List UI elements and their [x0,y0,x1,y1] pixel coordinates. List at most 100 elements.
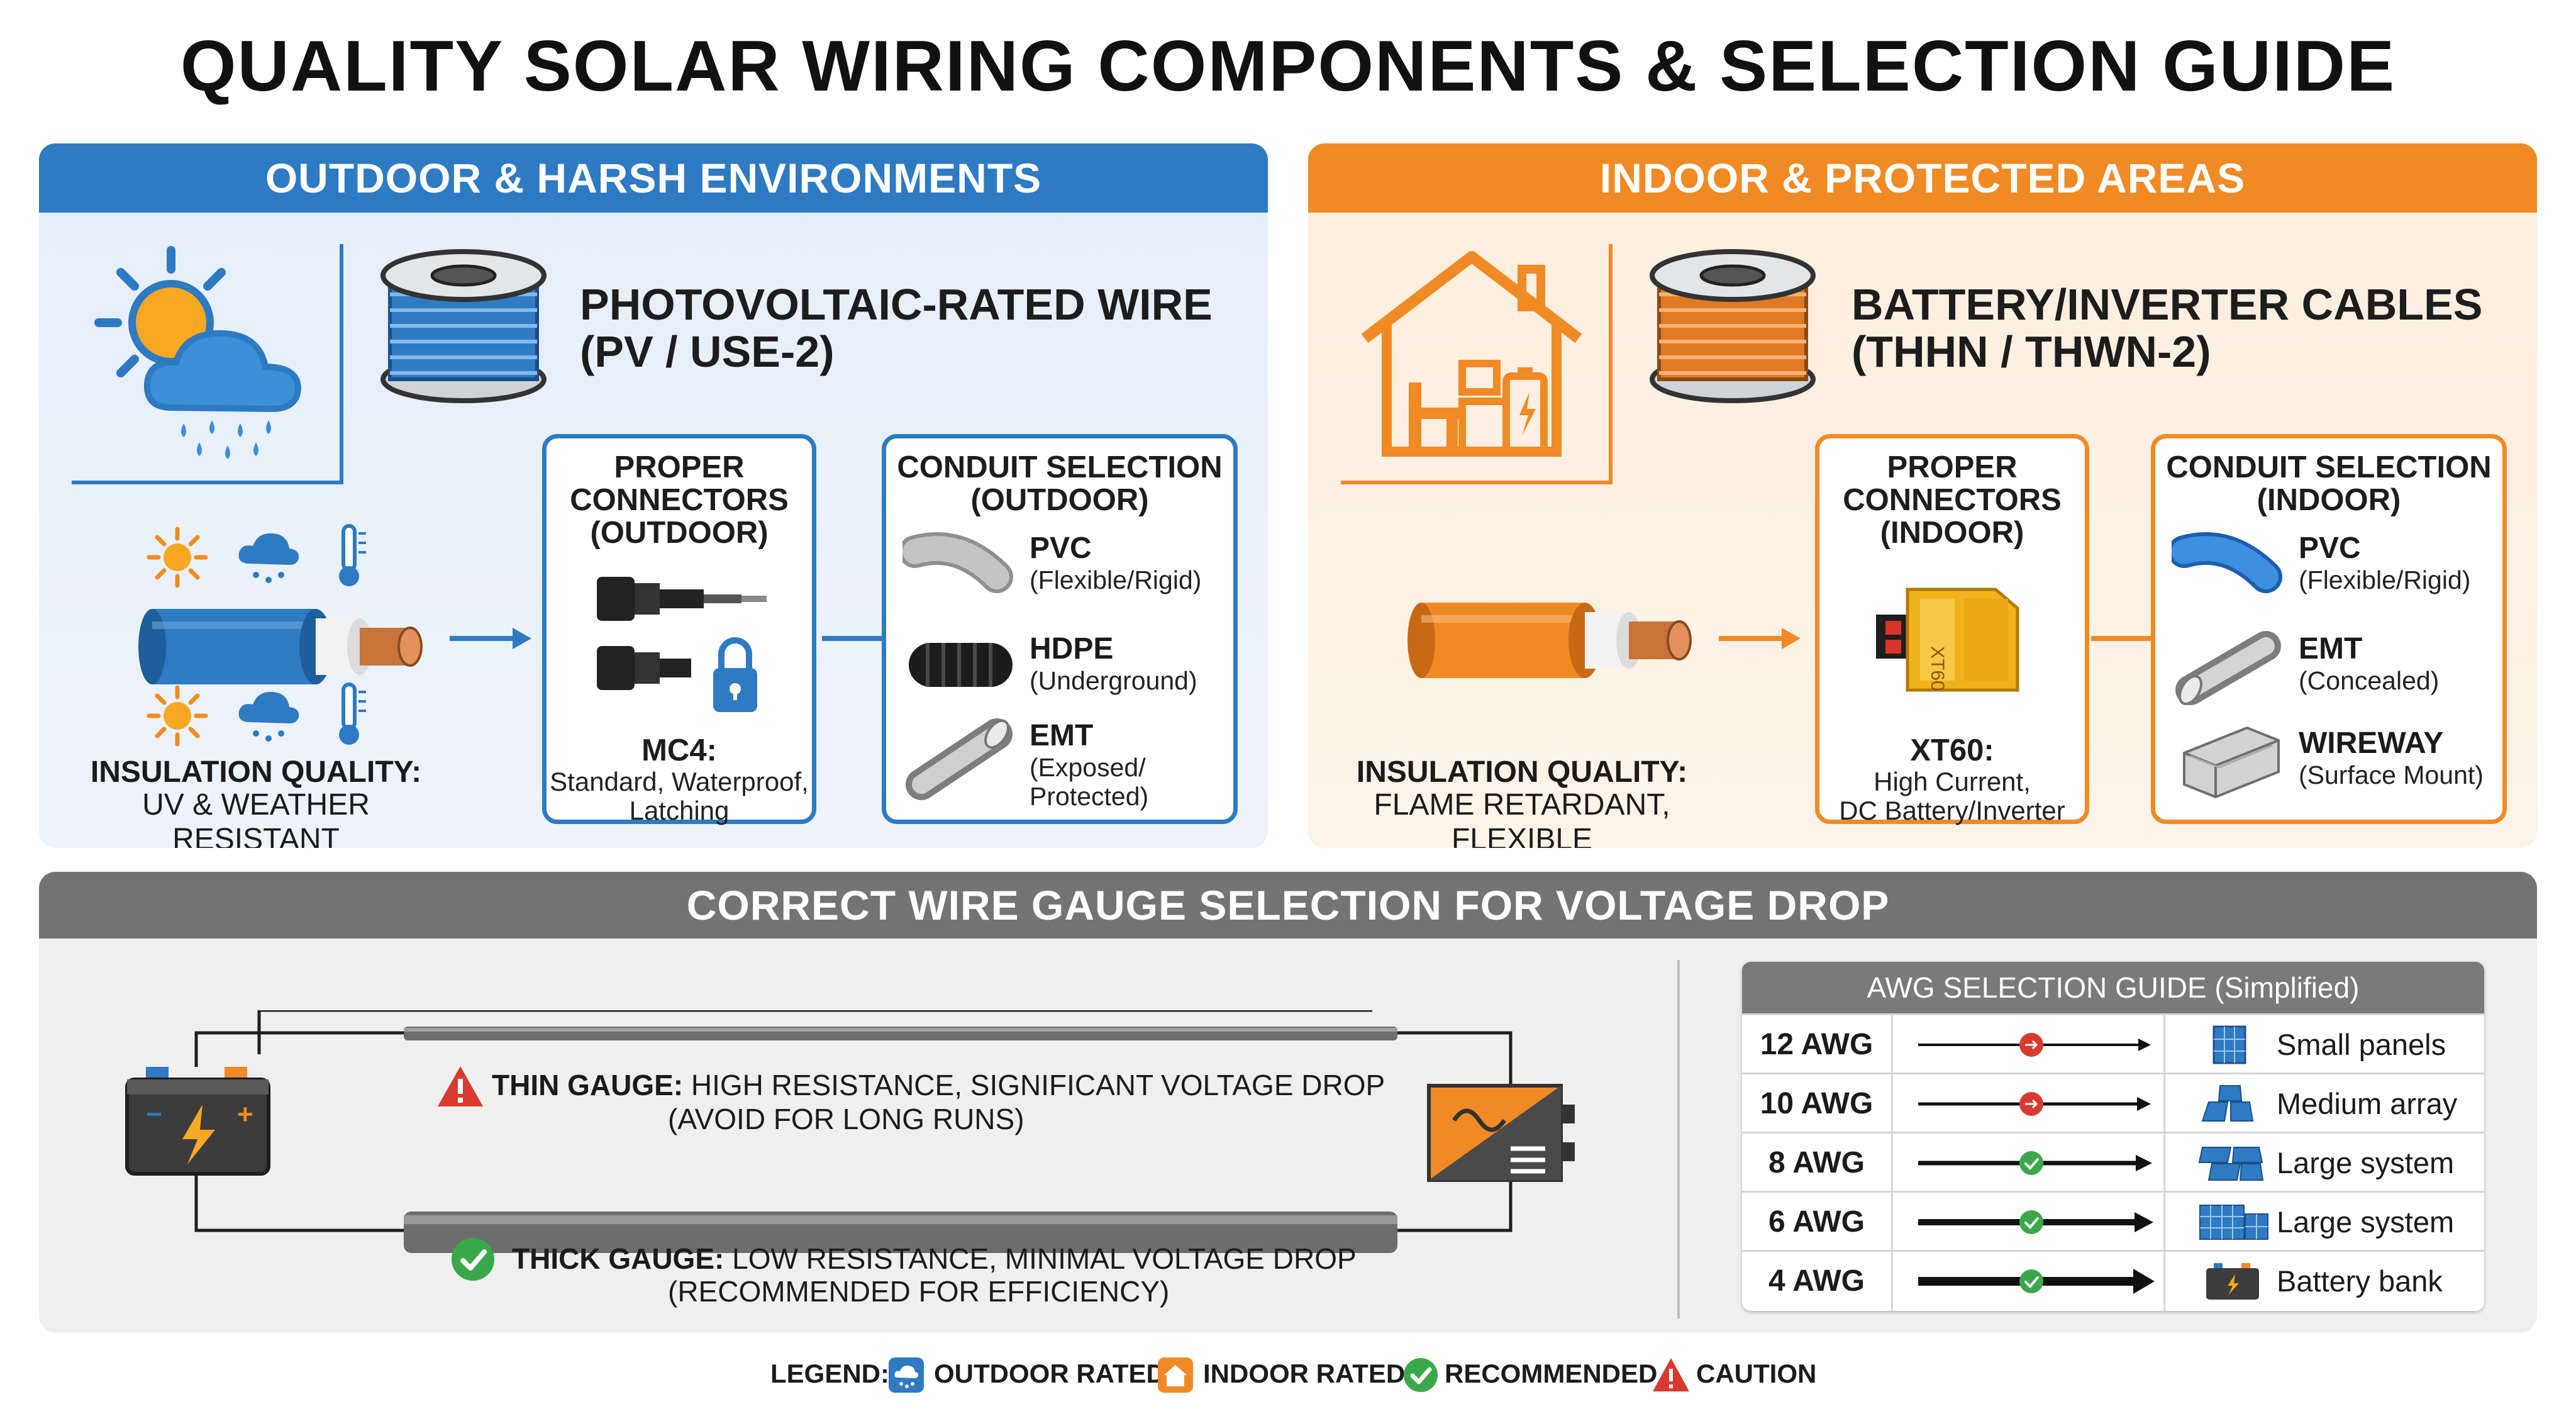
outdoor-rated-icon [889,1357,924,1393]
legend: LEGEND: OUTDOOR RATED INDOOR RATED RECOM… [770,1352,1840,1396]
divider [2163,1015,2165,1074]
thick-gauge-text: LOW RESISTANCE, MINIMAL VOLTAGE DROP [732,1242,1357,1275]
caution-arrow-icon [1918,1033,2151,1057]
table-row: 4 AWG Battery bank [1742,1250,2484,1311]
legend-outdoor: OUTDOOR RATED [934,1359,1165,1388]
single-panel-icon [2212,1025,2246,1064]
thin-gauge-line: THIN GAUGE: HIGH RESISTANCE, SIGNIFICANT… [492,1068,1385,1102]
wireway-icon [2183,726,2280,799]
outdoor-panel: OUTDOOR & HARSH ENVIRONMENTS [39,143,1268,848]
arrow-icon [450,628,531,649]
gauge-header: CORRECT WIRE GAUGE SELECTION FOR VOLTAGE… [39,872,2537,939]
xt60-desc: DC Battery/Inverter [1839,796,2065,825]
conduit-name: PVC [1030,532,1092,565]
conduit-title: CONDUIT SELECTION [897,450,1223,484]
indoor-connectors-box: PROPER CONNECTORS (INDOOR) XT60 XT60: Hi… [1815,434,2089,825]
sun-icon [147,685,208,747]
emt-pipe-icon [906,718,1013,800]
awg-gauge: 8 AWG [1742,1134,1893,1193]
outdoor-insulation-label: INSULATION QUALITY: [90,755,422,789]
awg-gauge: 12 AWG [1742,1015,1893,1074]
divider [340,244,343,483]
awg-gauge: 6 AWG [1742,1193,1893,1252]
conduit-name: EMT [2299,632,2363,666]
legend-caution: CAUTION [1696,1359,1817,1388]
battery-icon: − + [125,1067,270,1176]
recommended-arrow-icon [1918,1269,2155,1294]
awg-use: Battery bank [2277,1264,2443,1298]
page-title: QUALITY SOLAR WIRING COMPONENTS & SELECT… [180,26,2396,106]
conduit-sub: (Concealed) [2299,666,2440,695]
conduit-sub: Protected) [1030,782,1149,811]
outdoor-wire-title-1: PHOTOVOLTAIC-RATED WIRE [580,280,1213,329]
warning-icon [438,1066,483,1106]
table-row: 8 AWG Large system [1742,1132,2484,1193]
conduit-sub: (Surface Mount) [2299,760,2484,789]
indoor-rated-icon [1158,1357,1193,1393]
conduit-sub: (Flexible/Rigid) [2299,566,2471,594]
awg-use: Medium array [2277,1087,2458,1120]
thin-gauge-label: THIN GAUGE: [492,1069,684,1101]
table-row: 12 AWG Small panels [1742,1013,2484,1074]
outdoor-wire-title-2: (PV / USE-2) [580,327,835,376]
conduit-name: WIREWAY [2299,727,2444,760]
table-row: 6 AWG Large system [1742,1191,2484,1252]
connectors-title: CONNECTORS [1843,483,2062,517]
outdoor-insulation-value: UV & WEATHER RESISTANT [142,788,370,848]
conduit-sub: (Exposed/ [1030,753,1146,782]
thin-gauge-text: HIGH RESISTANCE, SIGNIFICANT VOLTAGE DRO… [691,1069,1385,1101]
thick-gauge-label: THICK GAUGE: [512,1242,724,1275]
connectors-title: PROPER [1887,450,2018,484]
divider [1609,244,1613,483]
wire-spool-icon [1650,249,1816,403]
legend-indoor: INDOOR RATED [1203,1359,1406,1388]
divider [2163,1074,2165,1134]
large-panel-array-icon [2199,1205,2268,1240]
panel-array-icon [2201,1085,2254,1122]
thermometer-icon [339,682,366,745]
xt60-desc: High Current, [1874,767,2031,796]
legend-recommended: RECOMMENDED [1445,1359,1658,1388]
divider [1677,960,1680,1318]
conduit-title: (OUTDOOR) [970,483,1149,517]
connectors-title: PROPER [614,450,745,484]
conduit-sub: (Underground) [1030,666,1197,695]
indoor-header: INDOOR & PROTECTED AREAS [1308,143,2537,213]
xt60-name: XT60: [1910,733,1994,767]
warning-icon [1653,1358,1689,1391]
weather-icon [94,246,302,459]
arrow-icon [1719,628,1801,649]
svg-text:−: − [146,1099,162,1130]
pvc-flex-conduit-icon [902,532,1013,593]
outdoor-connectors-box: PROPER CONNECTORS (OUTDOOR) MC4: Standar… [542,434,816,825]
gauge-panel: CORRECT WIRE GAUGE SELECTION FOR VOLTAGE… [39,872,2537,1332]
awg-use: Small panels [2277,1028,2446,1061]
conduit-name: EMT [1030,719,1094,752]
recommended-arrow-icon [1918,1210,2153,1234]
xt60-marking: XT60 [1927,646,1948,691]
connectors-title: (OUTDOOR) [590,516,769,550]
divider [2163,1134,2165,1193]
mc4-connector-icon [597,577,767,712]
hdpe-conduit-icon [909,643,1013,687]
battery-cable-icon [1407,603,1692,678]
connectors-title: (INDOOR) [1880,516,2024,550]
awg-gauge: 10 AWG [1742,1074,1893,1134]
thick-gauge-note: (RECOMMENDED FOR EFFICIENCY) [668,1275,1170,1308]
indoor-insulation-value: FLAME RETARDANT, FLEXIBLE [1374,788,1670,848]
mc4-desc: Standard, Waterproof, [550,767,809,796]
svg-text:+: + [237,1099,253,1130]
rain-cloud-icon [238,691,299,742]
indoor-wire-title-2: (THHN / THWN-2) [1852,327,2211,376]
sun-icon [147,526,208,588]
indoor-wire-title-1: BATTERY/INVERTER CABLES [1852,280,2483,329]
legend-label: LEGEND: [770,1359,889,1388]
check-icon [452,1238,494,1281]
conduit-title: (INDOOR) [2257,483,2401,517]
conduit-name: HDPE [1030,632,1114,666]
awg-gauge: 4 AWG [1742,1252,1893,1311]
recommended-arrow-icon [1918,1151,2152,1175]
voltage-drop-diagram [194,1010,1513,1253]
rain-cloud-icon [238,533,299,583]
awg-use: Large system [2277,1146,2455,1179]
